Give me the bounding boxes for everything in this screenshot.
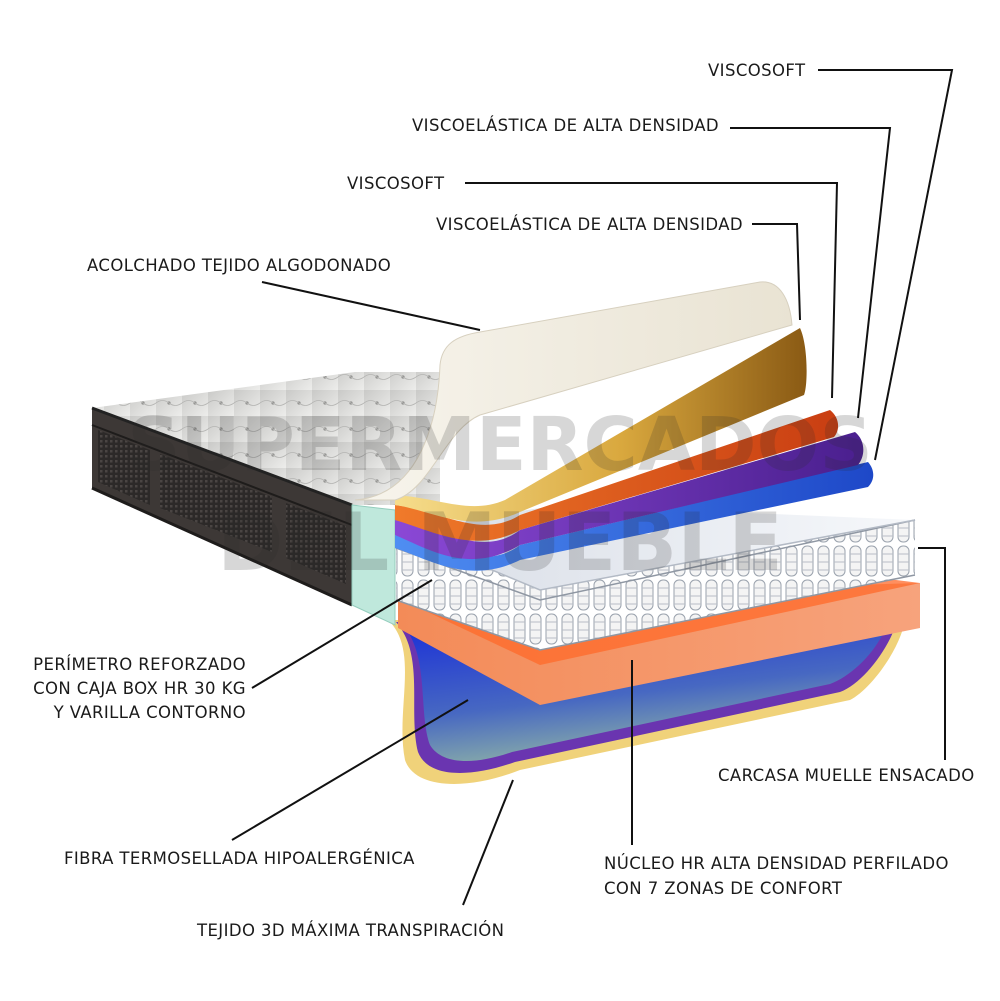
side-vent-2 [160, 454, 272, 552]
label-viscosoft-mid: VISCOSOFT [347, 174, 445, 193]
label-visco-alta-mid: VISCOELÁSTICA DE ALTA DENSIDAD [436, 215, 743, 234]
label-fibra: FIBRA TERMOSELLADA HIPOALERGÉNICA [64, 849, 415, 868]
mattress-body [91, 372, 440, 607]
perimetro-reforzado-box [351, 504, 396, 626]
acolchado-cream-layer [354, 281, 793, 501]
leader-visco-alta-mid [752, 223, 801, 321]
leader-carcasa [918, 547, 946, 760]
leader-viscosoft-top [818, 69, 954, 461]
labels: VISCOSOFT VISCOELÁSTICA DE ALTA DENSIDAD… [33, 61, 975, 940]
side-vent-3 [286, 503, 346, 584]
orange-viscosoft-layer [395, 410, 839, 541]
label-tejido3d: TEJIDO 3D MÁXIMA TRANSPIRACIÓN [196, 921, 504, 940]
leader-visco-alta-top [730, 127, 892, 419]
leader-lines [231, 69, 954, 906]
label-perimetro-line-2: CON CAJA BOX HR 30 KG [33, 679, 246, 698]
label-nucleo-line-2: CON 7 ZONAS DE CONFORT [604, 879, 843, 898]
side-vent-1 [98, 430, 150, 505]
label-nucleo-line-1: NÚCLEO HR ALTA DENSIDAD PERFILADO [604, 854, 949, 873]
label-perimetro-line-1: PERÍMETRO REFORZADO [33, 655, 246, 674]
label-carcasa: CARCASA MUELLE ENSACADO [718, 766, 975, 785]
label-perimetro-line-3: Y VARILLA CONTORNO [53, 703, 246, 722]
leader-fibra [231, 699, 469, 841]
purple-visco-layer [395, 432, 864, 560]
label-acolchado: ACOLCHADO TEJIDO ALGODONADO [87, 256, 391, 275]
leader-tejido3d [462, 779, 514, 906]
gold-visco-layer [395, 328, 807, 522]
leader-acolchado [261, 281, 481, 331]
blue-viscosoft-layer [395, 462, 874, 571]
leader-viscosoft-mid [465, 182, 839, 399]
quilted-top-surface [92, 372, 440, 505]
watermark: SUPERMERCADOS DEL MUEBLE [127, 402, 873, 589]
leader-perimetro [251, 579, 433, 689]
label-viscosoft-top: VISCOSOFT [708, 61, 806, 80]
label-visco-alta-top: VISCOELÁSTICA DE ALTA DENSIDAD [412, 116, 719, 135]
watermark-line-1: SUPERMERCADOS [127, 402, 873, 488]
watermark-line-2: DEL MUEBLE [217, 496, 783, 589]
